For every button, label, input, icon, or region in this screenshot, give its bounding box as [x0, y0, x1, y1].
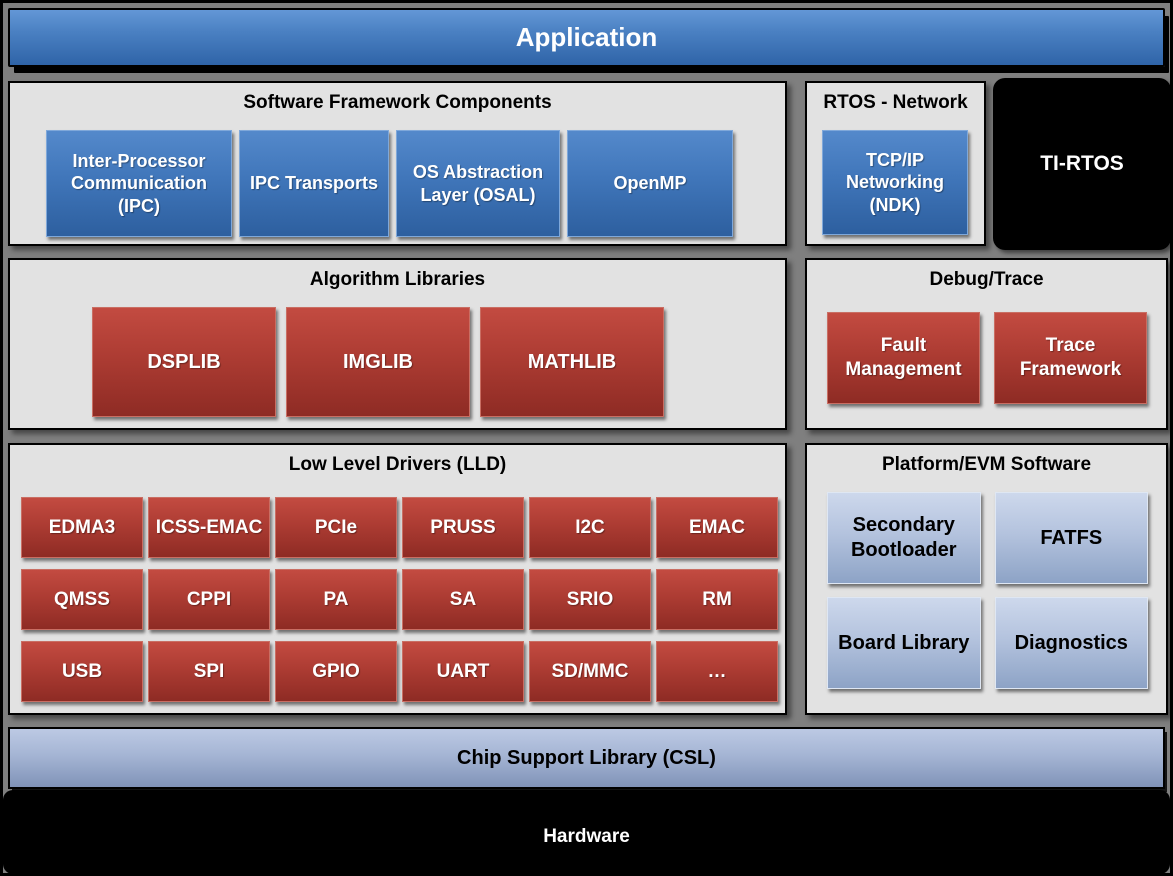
block-pruss: PRUSS: [402, 497, 524, 558]
block-usb: USB: [21, 641, 143, 702]
block-ti-rtos: TI-RTOS: [993, 78, 1171, 250]
block-edma3: EDMA3: [21, 497, 143, 558]
block-emac: EMAC: [656, 497, 778, 558]
platform-evm-blocks: Secondary Bootloader FATFS Board Library…: [827, 492, 1148, 689]
block-osal: OS Abstraction Layer (OSAL): [396, 130, 560, 237]
block-pcie: PCIe: [275, 497, 397, 558]
application-label: Application: [515, 22, 658, 52]
block-uart: UART: [402, 641, 524, 702]
panel-low-level-drivers: Low Level Drivers (LLD) EDMA3 ICSS-EMAC …: [8, 443, 787, 715]
csl-banner: Chip Support Library (CSL): [8, 727, 1165, 789]
panel-title-lld: Low Level Drivers (LLD): [288, 454, 507, 475]
block-sdmmc: SD/MMC: [529, 641, 651, 702]
block-fatfs: FATFS: [994, 492, 1148, 584]
block-rm: RM: [656, 569, 778, 630]
panel-title-software-framework: Software Framework Components: [243, 92, 552, 113]
block-openmp: OpenMP: [567, 130, 733, 237]
block-diagnostics: Diagnostics: [994, 597, 1148, 689]
block-secondary-bootloader: Secondary Bootloader: [827, 492, 981, 584]
block-board-library: Board Library: [827, 597, 981, 689]
algorithm-library-blocks: DSPLIB IMGLIB MATHLIB: [92, 307, 664, 417]
block-sa: SA: [402, 569, 524, 630]
block-icss-emac: ICSS-EMAC: [148, 497, 270, 558]
block-i2c: I2C: [529, 497, 651, 558]
block-cppi: CPPI: [148, 569, 270, 630]
block-ipc-transports: IPC Transports: [239, 130, 389, 237]
block-more-drivers: …: [656, 641, 778, 702]
panel-platform-evm-software: Platform/EVM Software Secondary Bootload…: [805, 443, 1168, 715]
block-pa: PA: [275, 569, 397, 630]
block-gpio: GPIO: [275, 641, 397, 702]
panel-title-debug-trace: Debug/Trace: [929, 269, 1044, 290]
panel-debug-trace: Debug/Trace Fault Management Trace Frame…: [805, 258, 1168, 430]
csl-label: Chip Support Library (CSL): [457, 746, 716, 769]
block-fault-management: Fault Management: [827, 312, 980, 404]
panel-title-platform-evm: Platform/EVM Software: [881, 454, 1092, 475]
ti-rtos-label: TI-RTOS: [1040, 152, 1124, 175]
debug-trace-blocks: Fault Management Trace Framework: [827, 312, 1147, 404]
block-spi: SPI: [148, 641, 270, 702]
panel-rtos-network: RTOS - Network TCP/IP Networking (NDK): [805, 81, 986, 246]
block-ipc: Inter-Processor Communication (IPC): [46, 130, 232, 237]
block-trace-framework: Trace Framework: [994, 312, 1147, 404]
block-qmss: QMSS: [21, 569, 143, 630]
block-imglib: IMGLIB: [286, 307, 470, 417]
hardware-banner: Hardware: [3, 790, 1170, 874]
block-mathlib: MATHLIB: [480, 307, 664, 417]
block-ndk: TCP/IP Networking (NDK): [822, 130, 968, 235]
panel-title-algorithm-libraries: Algorithm Libraries: [309, 269, 486, 290]
panel-title-rtos-network: RTOS - Network: [823, 92, 968, 113]
hardware-label: Hardware: [543, 826, 630, 847]
block-srio: SRIO: [529, 569, 651, 630]
panel-algorithm-libraries: Algorithm Libraries DSPLIB IMGLIB MATHLI…: [8, 258, 787, 430]
application-banner: Application: [8, 8, 1165, 67]
block-dsplib: DSPLIB: [92, 307, 276, 417]
software-framework-blocks: Inter-Processor Communication (IPC) IPC …: [46, 130, 733, 237]
panel-software-framework-components: Software Framework Components Inter-Proc…: [8, 81, 787, 246]
lld-driver-blocks: EDMA3 ICSS-EMAC PCIe PRUSS I2C EMAC QMSS…: [21, 497, 778, 702]
